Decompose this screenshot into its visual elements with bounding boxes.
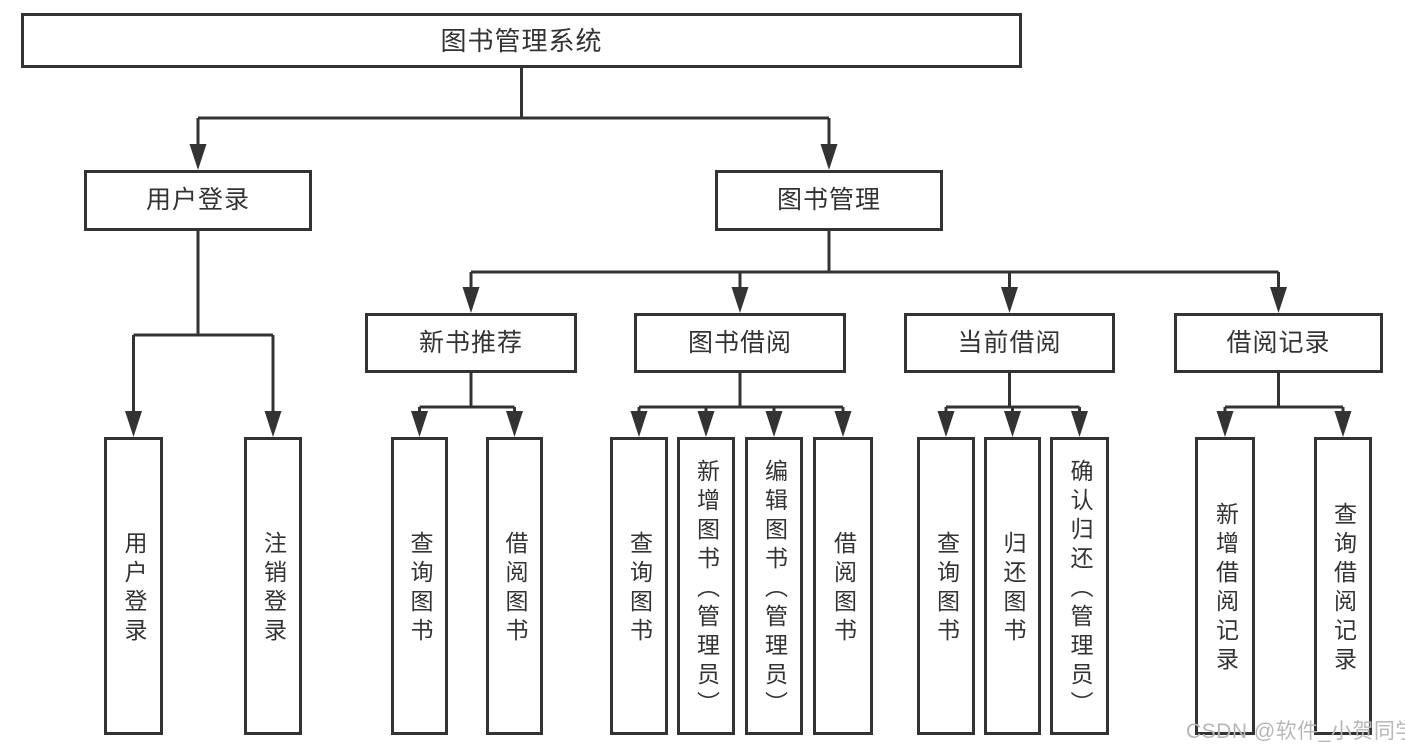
csdn-watermark: CSDN @软件_小贺同学	[1186, 720, 1405, 743]
node-user-login: 用户登录	[84, 170, 312, 231]
leaf-current-query-book: 查询图书	[917, 437, 975, 735]
leaf-user-login: 用户登录	[104, 437, 163, 735]
leaf-add-borrow-record: 新增借阅记录	[1195, 437, 1255, 735]
node-book-borrowing: 图书借阅	[634, 313, 846, 373]
leaf-borrow-book: 借阅图书	[813, 437, 873, 735]
node-borrowing-records: 借阅记录	[1174, 313, 1383, 373]
leaf-add-book-admin: 新增图书（管理员）	[677, 437, 735, 735]
leaf-borrow-query-book: 查询图书	[610, 437, 668, 735]
leaf-return-book: 归还图书	[984, 437, 1041, 735]
node-new-book-recommend: 新书推荐	[365, 313, 577, 373]
leaf-edit-book-admin: 编辑图书（管理员）	[745, 437, 803, 735]
arrowheads	[125, 144, 1352, 437]
leaf-recommend-query-book: 查询图书	[391, 437, 448, 735]
leaf-query-borrow-record: 查询借阅记录	[1314, 437, 1372, 735]
leaf-confirm-return-admin: 确认归还（管理员）	[1050, 437, 1109, 735]
node-current-borrowing: 当前借阅	[904, 313, 1115, 373]
node-book-management: 图书管理	[715, 170, 943, 231]
leaf-recommend-borrow-book: 借阅图书	[486, 437, 543, 735]
leaf-logout: 注销登录	[244, 437, 302, 735]
node-library-management-system: 图书管理系统	[21, 13, 1022, 68]
